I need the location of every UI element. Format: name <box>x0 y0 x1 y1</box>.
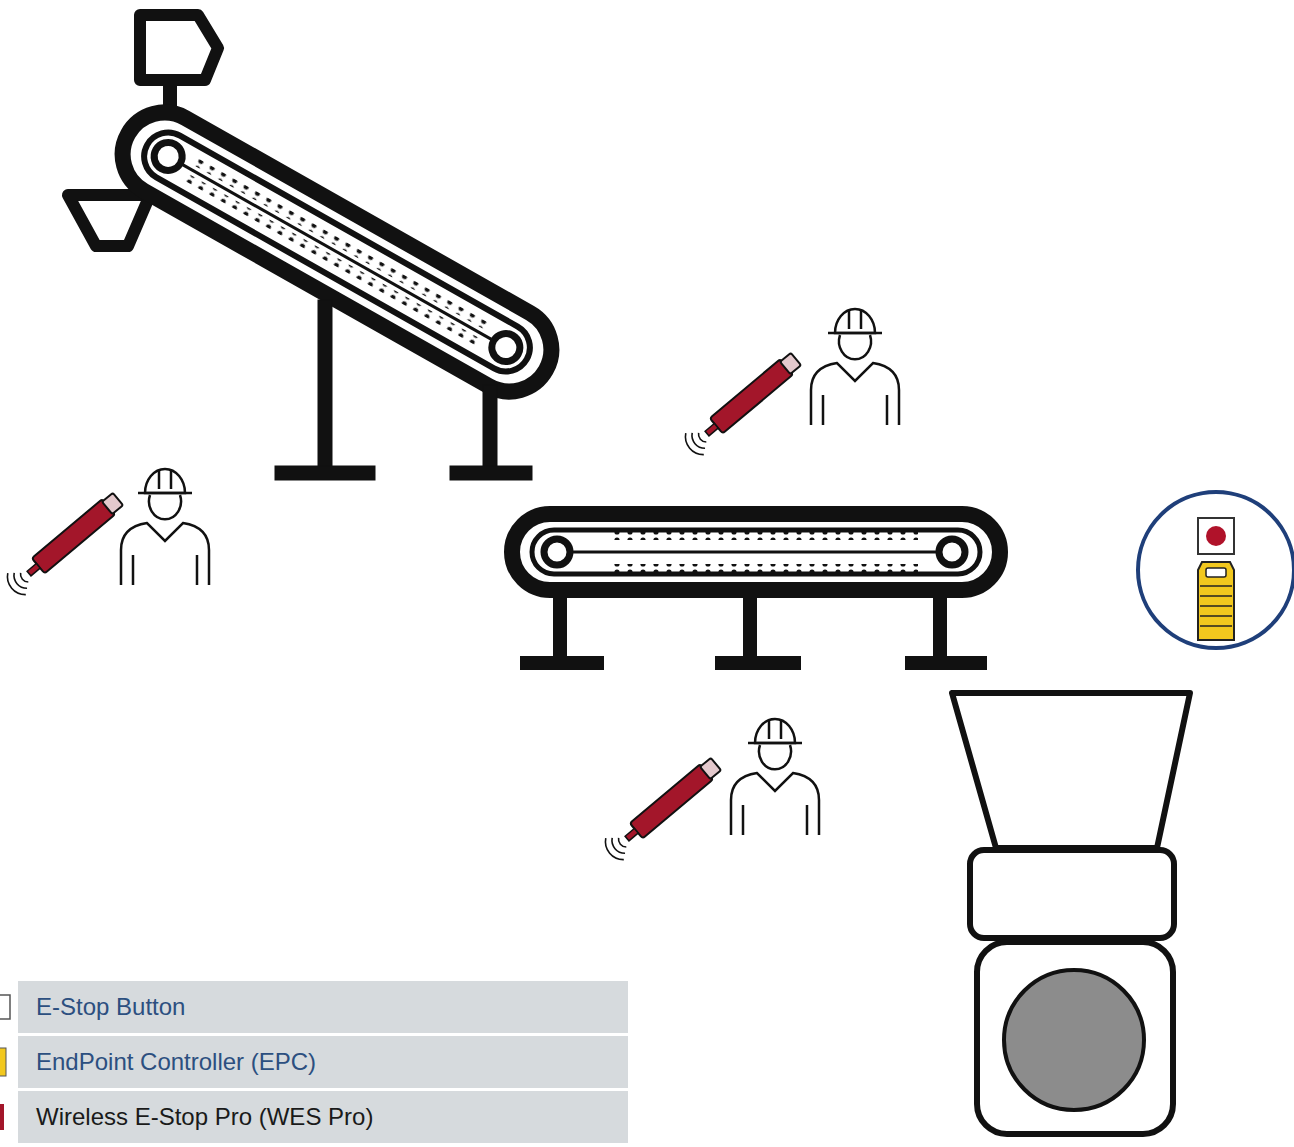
legend-samples <box>0 995 10 1130</box>
flat-conveyor <box>512 514 1000 670</box>
legend-text: EndPoint Controller (EPC) <box>36 1048 316 1076</box>
legend-text: E-Stop Button <box>36 993 185 1021</box>
worker <box>121 469 209 585</box>
wireless-estop <box>3 488 127 599</box>
epc-callout <box>1138 492 1294 648</box>
conveyor-legs <box>275 300 532 480</box>
crusher <box>952 693 1190 1134</box>
inclined-conveyor <box>107 97 566 406</box>
legend-row: Wireless E-Stop Pro (WES Pro) <box>18 1091 628 1143</box>
legend-text: Wireless E-Stop Pro (WES Pro) <box>36 1103 373 1131</box>
legend-row: E-Stop Button <box>18 981 628 1033</box>
legend-row: EndPoint Controller (EPC) <box>18 1036 628 1088</box>
